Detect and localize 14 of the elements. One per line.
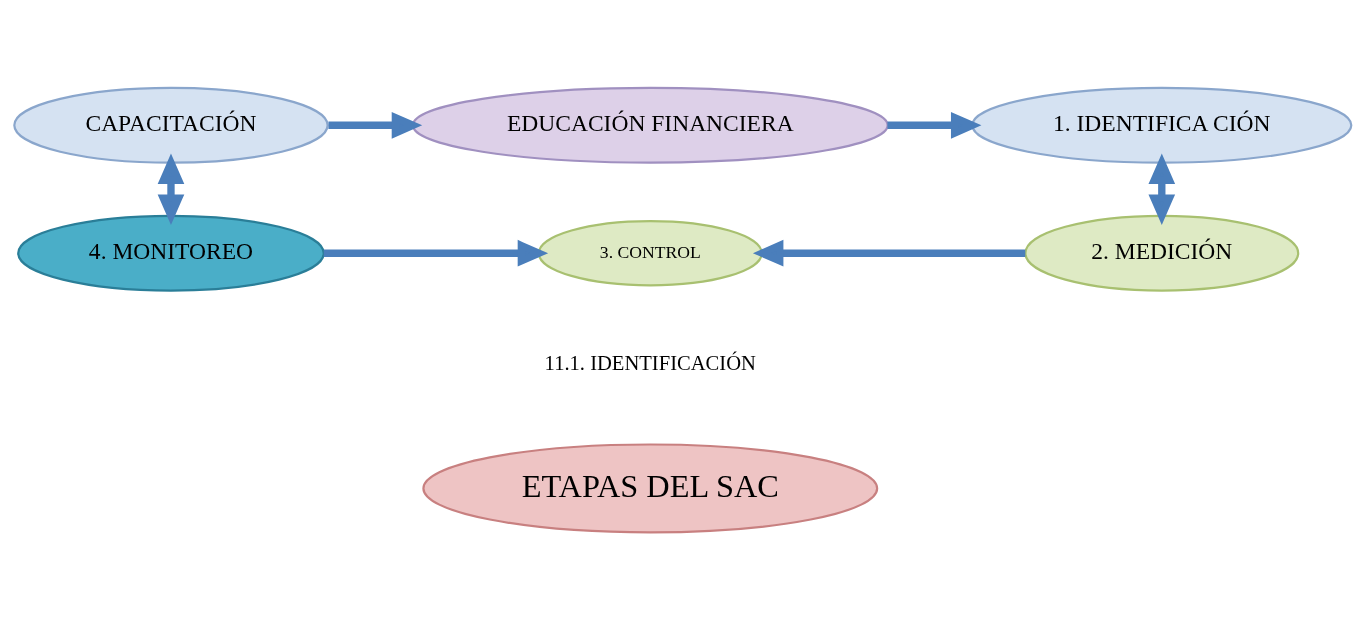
arrow [1148,153,1176,225]
node-ellipse: CAPACITACIÓN [13,86,329,164]
arrow [157,153,185,225]
arrow [323,239,549,267]
arrow [887,111,982,139]
node-ellipse: 3. CONTROL [537,219,763,286]
arrow [328,111,423,139]
node-ellipse: EDUCACIÓN FINANCIERA [411,86,889,164]
node-ellipse: ETAPAS DEL SAC [422,442,879,533]
node-ellipse: 1. IDENTIFICA CIÓN [971,86,1353,164]
label: 11.1. IDENTIFICACIÓN [544,351,756,374]
node-ellipse: 4. MONITOREO [17,214,325,292]
arrow [752,239,1026,267]
node-ellipse: 2. MEDICIÓN [1024,214,1300,292]
